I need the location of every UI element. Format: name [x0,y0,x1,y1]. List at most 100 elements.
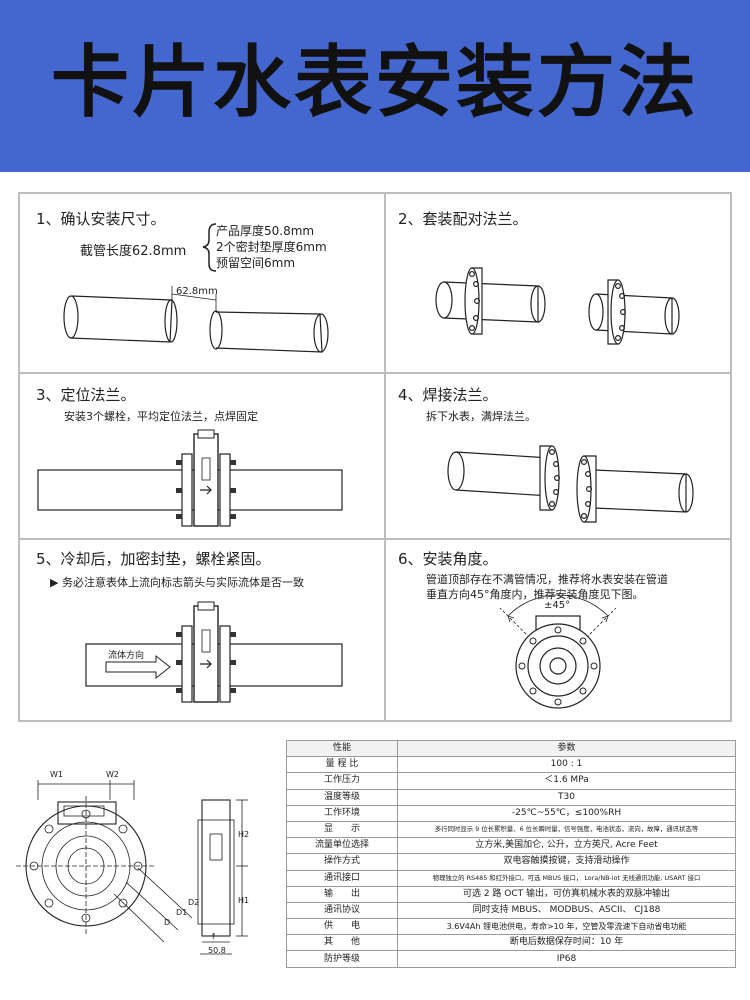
install-steps-grid: 1、确认安装尺寸。 截管长度62.8mm 产品厚度50.8mm 2个密封垫厚度6… [18,192,732,722]
step-4-diagram [447,445,694,523]
spec-item-1: 产品厚度50.8mm [216,224,315,238]
step-5-title: 5、冷却后，加密封垫，螺栓紧固。 [36,550,271,568]
flow-arrow-icon [200,485,212,495]
spec-key: 通讯协议 [286,901,398,920]
table-row: 流量单位选择立方米,美国加仑, 公升，立方英尺, Acre Feet [286,837,736,855]
spec-key: 工作环境 [286,804,398,822]
spec-value: -25℃~55℃，≤100%RH [397,804,736,822]
step-5-desc: ▶ 务必注意表体上流向标志箭头与实际流体是否一致 [50,576,304,589]
dim-d1: D1 [176,908,188,917]
welded-pipe-right [576,455,694,523]
page-title: 卡片水表安装方法 [50,37,699,128]
flange-left [181,453,193,527]
table-row: 通讯协议同时支持 MBUS、 MODBUS、ASCII、 CJ188 [286,901,736,920]
spec-value: 双电容触摸按键，支持滑动操作 [397,853,736,871]
pipe-right [209,310,329,353]
welded-pipe-left [447,445,561,511]
table-row: 通讯接口物理独立的 RS485 和红外接口，可选 MBUS 接口， Lora/N… [286,869,736,887]
spec-key: 操作方式 [286,853,398,871]
step-2-diagram [435,267,680,345]
dim-f: f [212,932,215,941]
side-view [197,799,248,955]
step-3-cell: 3、定位法兰。 安装3个螺栓，平均定位法兰，点焊固定 [19,373,385,539]
step-4-cell: 4、焊接法兰。 拆下水表，满焊法兰。 [385,373,731,539]
step-6-diagram [499,594,617,709]
cut-length-label: 截管长度62.8mm [80,244,187,259]
spec-value: T30 [397,788,736,806]
step-6-desc-line-1: 管道顶部存在不满管情况，推荐将水表安装在管道 [426,573,668,586]
spec-value: 同时支持 MBUS、 MODBUS、ASCII、 CJ188 [397,901,736,920]
pipe-with-flange-left [435,267,546,335]
dim-h1: H1 [238,896,250,905]
card-meter-body [193,605,219,703]
step-6-title: 6、安装角度。 [398,550,498,568]
dim-w2: W2 [106,770,119,779]
spec-value: 物理独立的 RS485 和红外接口，可选 MBUS 接口， Lora/NB-io… [397,869,736,887]
flow-direction-arrow-icon [105,654,171,680]
spec-header-row: 性能 参数 [286,739,736,758]
step-1-diagram [63,223,329,353]
table-row: 工作环境-25℃~55℃，≤100%RH [286,804,736,822]
spec-value: 可选 2 路 OCT 输出，可仿真机械水表的双脉冲输出 [397,885,736,903]
meter-front-view [515,615,601,709]
step-6-cell: 6、安装角度。 管道顶部存在不满管情况，推荐将水表安装在管道 垂直方向45°角度… [385,539,731,721]
spec-value: IP68 [397,950,736,968]
table-row: 其 他断电后数据保存时间：10 年 [286,934,736,952]
spec-value: 多行同时显示 9 位长累积量、6 位长瞬时量，信号强度，电池状态，流向，故障，通… [397,820,736,839]
spec-key: 量 程 比 [286,756,398,774]
spec-item-2: 2个密封垫厚度6mm [216,240,327,254]
spec-key: 流量单位选择 [286,837,398,855]
gap-dimension [171,286,217,312]
table-row: 操作方式双电容触摸按键，支持滑动操作 [286,853,736,871]
bolt-holes [518,626,598,706]
spec-key: 其 他 [286,934,398,952]
dim-d2: D2 [188,898,200,907]
dim-thickness: 50.8 [208,946,226,955]
dim-h2: H2 [238,830,250,839]
flange-right [219,453,231,527]
spec-key: 供 电 [286,918,398,936]
step-2-title: 2、套装配对法兰。 [398,210,528,228]
dim-w1: W1 [50,770,63,779]
front-view [16,780,193,943]
flow-direction-label: 流体方向 [108,651,145,661]
title-banner: 卡片水表安装方法 [0,0,750,172]
step-3-diagram [37,429,343,527]
table-row: 工作压力＜1.6 MPa [286,772,736,790]
spec-item-3: 预留空间6mm [216,256,296,270]
spec-value: 立方米,美国加仑, 公升，立方英尺, Acre Feet [397,837,736,855]
spec-value: 3.6V4Ah 锂电池供电，寿命>10 年，空管及零流速下自动省电功能 [397,918,736,936]
dim-d: D [164,918,171,927]
spec-header-value: 参数 [397,739,736,758]
pipe-with-flange-right [588,279,680,345]
step-1-title: 1、确认安装尺寸。 [36,210,166,228]
spec-value: 100 : 1 [397,756,736,774]
step-5-cell: 5、冷却后，加密封垫，螺栓紧固。 ▶ 务必注意表体上流向标志箭头与实际流体是否一… [19,539,385,721]
spec-key: 显 示 [286,820,398,839]
step-4-desc: 拆下水表，满焊法兰。 [426,410,536,423]
spec-value: ＜1.6 MPa [397,772,736,790]
spec-key: 输 出 [286,885,398,903]
spec-key: 温度等级 [286,788,398,806]
step-2-cell: 2、套装配对法兰。 [385,193,731,373]
table-row: 输 出可选 2 路 OCT 输出，可仿真机械水表的双脉冲输出 [286,885,736,903]
spec-key: 工作压力 [286,772,398,790]
pipe-left [63,295,178,343]
gap-dimension-label: 62.8mm [176,286,218,297]
step-3-desc: 安装3个螺栓，平均定位法兰，点焊固定 [64,410,258,423]
spec-value: 断电后数据保存时间：10 年 [397,934,736,952]
dimension-drawing [16,780,248,955]
step-4-title: 4、焊接法兰。 [398,386,498,404]
step-6-desc-line-2: 垂直方向45°角度内，推荐安装角度见下图。 [426,588,644,601]
spec-header-key: 性能 [286,739,398,758]
table-row: 显 示多行同时显示 9 位长累积量、6 位长瞬时量，信号强度，电池状态，流向，故… [286,820,736,839]
spec-key: 通讯接口 [286,869,398,887]
step-1-cell: 1、确认安装尺寸。 截管长度62.8mm 产品厚度50.8mm 2个密封垫厚度6… [19,193,385,373]
angle-label: ±45° [544,600,571,611]
step-3-title: 3、定位法兰。 [36,386,136,404]
